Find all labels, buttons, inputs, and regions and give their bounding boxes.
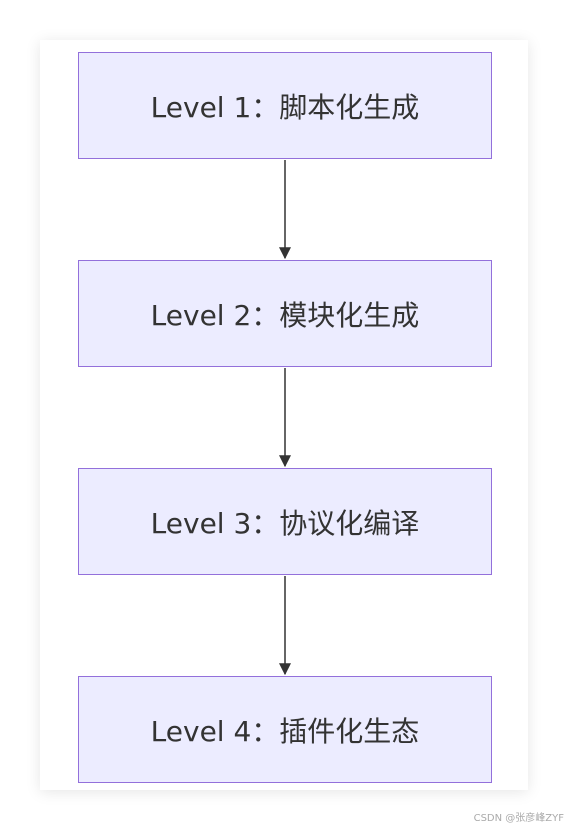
node-level-3: Level 3：协议化编译 — [78, 468, 492, 575]
node-level-1: Level 1：脚本化生成 — [78, 52, 492, 159]
node-label: Level 2：模块化生成 — [150, 298, 420, 332]
watermark: CSDN @张彦峰ZYF — [473, 813, 564, 824]
node-label: Level 3：协议化编译 — [150, 506, 420, 540]
node-label: Level 1：脚本化生成 — [150, 90, 420, 124]
node-label: Level 4：插件化生态 — [150, 714, 420, 748]
node-level-4: Level 4：插件化生态 — [78, 676, 492, 783]
node-level-2: Level 2：模块化生成 — [78, 260, 492, 367]
